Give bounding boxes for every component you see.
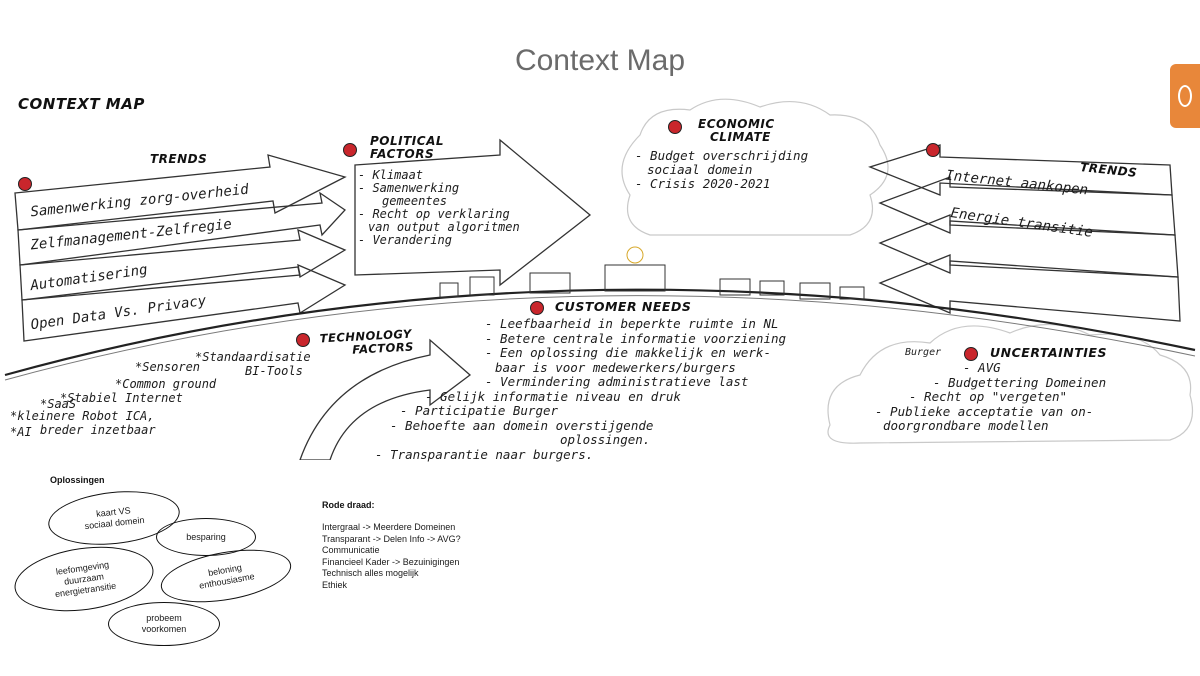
uncertainties-list: - AVG - Budgettering Domeinen - Recht op… (895, 361, 1106, 434)
trends-right-dot (926, 143, 940, 157)
context-map: CONTEXT MAP TRENDS Samenwerking zorg-ove… (0, 85, 1200, 460)
economic-dot (668, 120, 682, 134)
tech-item: *Common ground (115, 377, 216, 391)
tech-item: *Sensoren (135, 360, 200, 374)
trends-left-title: TRENDS (150, 152, 207, 166)
right-arrow-4 (880, 255, 1180, 321)
customer-list: - Leefbaarheid in beperkte ruimte in NL … (485, 317, 786, 462)
uncertainties-title: UNCERTAINTIES (990, 345, 1107, 360)
uncertainties-dot (964, 347, 978, 361)
map-heading: CONTEXT MAP (18, 95, 145, 113)
rode-draad-line: Communicatie (322, 545, 461, 557)
slide-title: Context Map (0, 44, 1200, 78)
rode-draad-line: Intergraal -> Meerdere Domeinen (322, 522, 461, 534)
oplossingen-title: Oplossingen (50, 475, 105, 485)
rode-draad-line: Ethiek (322, 580, 461, 592)
rode-draad-line: Financieel Kader -> Bezuinigingen (322, 557, 461, 569)
rode-draad-line: Technisch alles mogelijk (322, 568, 461, 580)
technology-dot (296, 333, 310, 347)
trends-left-dot (18, 177, 32, 191)
tech-item: *AI (10, 425, 32, 439)
economic-list: - Budget overschrijding sociaal domein -… (635, 149, 808, 191)
customer-note: Burger (905, 347, 941, 358)
rode-draad-line: Transparant -> Delen Info -> AVG? (322, 534, 461, 546)
political-list: - Klimaat - Samenwerking gemeentes - Rec… (358, 169, 520, 247)
political-dot (343, 143, 357, 157)
tech-item: *kleinere Robot ICA, (10, 409, 155, 423)
tech-item: *Stabiel Internet (60, 391, 183, 405)
customer-dot (530, 301, 544, 315)
tech-item: BI-Tools (245, 364, 303, 378)
rode-draad-list: Intergraal -> Meerdere Domeinen Transpar… (322, 522, 461, 591)
customer-title: CUSTOMER NEEDS (555, 299, 691, 314)
tech-item: *Standaardisatie (195, 350, 311, 364)
rode-draad-title: Rode draad: (322, 500, 375, 510)
tech-item: breder inzetbaar (40, 423, 156, 437)
